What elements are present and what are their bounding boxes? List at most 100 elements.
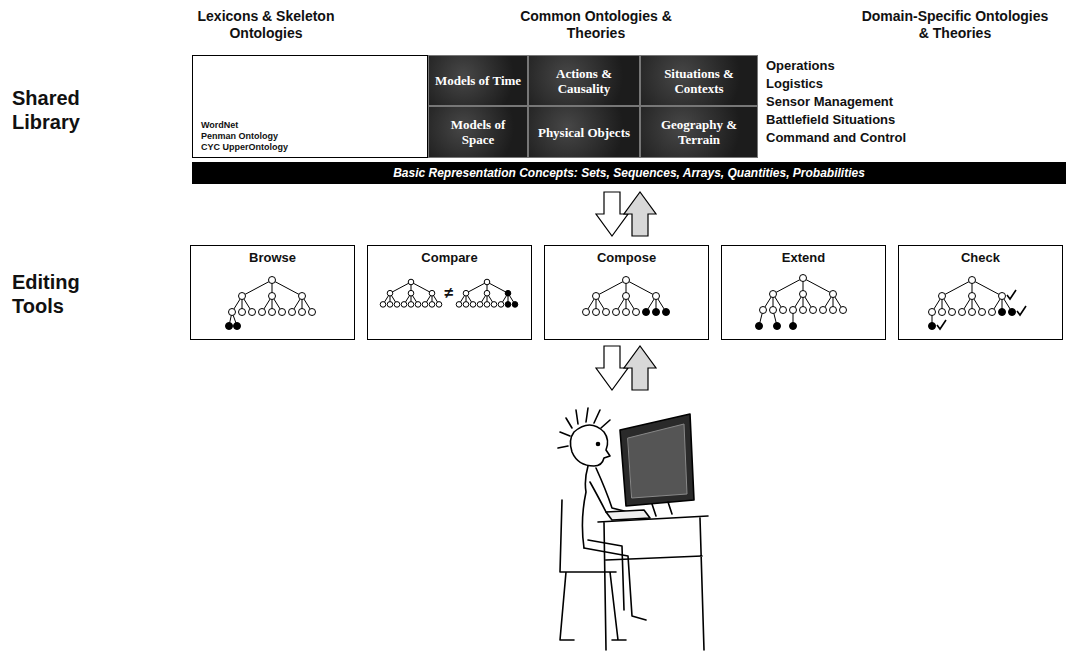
- up-arrow: [624, 346, 656, 390]
- tree-node: [830, 291, 837, 298]
- tree-node: [279, 309, 286, 316]
- check-mark: [1017, 306, 1026, 315]
- tree-node: [780, 307, 787, 314]
- tree-node: [408, 279, 414, 285]
- tree-link: [487, 282, 508, 293]
- text-group: Extend: [726, 250, 881, 265]
- text-group: Situations & Contexts: [646, 66, 752, 96]
- tree-node: [613, 309, 620, 316]
- tree-node: [239, 293, 246, 300]
- tree-node: [800, 307, 807, 314]
- tree-node: [790, 323, 797, 330]
- theory-box: Situations & Contexts: [640, 55, 758, 106]
- tree-node: [969, 277, 976, 284]
- tree-node: [234, 323, 241, 330]
- tool-name: Browse: [195, 250, 350, 265]
- text-group: Browse: [195, 250, 350, 265]
- tree-node: [289, 309, 296, 316]
- tree-node: [269, 309, 276, 316]
- tree-node: [939, 309, 946, 316]
- tree-node: [770, 291, 777, 298]
- tool-box: Check: [898, 245, 1063, 340]
- theory-box: Models of Space: [428, 106, 528, 158]
- keyboard: [606, 510, 650, 520]
- tree-node: [299, 293, 306, 300]
- monitor-stand: [652, 502, 672, 516]
- tool-box: Compose: [544, 245, 709, 340]
- box-text: Physical Objects: [538, 125, 630, 140]
- tree-node: [939, 293, 946, 300]
- tree-node: [484, 290, 490, 296]
- tree-node: [999, 293, 1006, 300]
- tree-node: [505, 302, 511, 308]
- tree-node: [422, 302, 428, 308]
- tree-node: [979, 309, 986, 316]
- column-heading: Domain-Specific Ontologies & Theories: [860, 8, 1050, 42]
- lexicon-name: Penman Ontology: [201, 131, 288, 142]
- monitor-screen: [628, 424, 687, 498]
- check-mark: [1007, 290, 1016, 299]
- box-text: Models of Space: [434, 117, 522, 147]
- text-group: OperationsLogisticsSensor ManagementBatt…: [766, 57, 1060, 147]
- tree-node: [653, 309, 660, 316]
- tool-name: Compare: [372, 250, 527, 265]
- tree-node: [415, 302, 421, 308]
- text-group: Actions & Causality: [534, 66, 634, 96]
- tree-node: [756, 323, 763, 330]
- tool-name: Check: [903, 250, 1058, 265]
- box-text: Command and Control: [766, 129, 1060, 147]
- tree-node: [470, 302, 476, 308]
- check-mark: [937, 320, 946, 329]
- theory-box: Physical Objects: [528, 106, 640, 158]
- tree-link: [972, 280, 1002, 296]
- box-text: Logistics: [766, 75, 1060, 93]
- tree-node: [623, 293, 630, 300]
- box-text: Sensor Management: [766, 93, 1060, 111]
- tree-node: [269, 293, 276, 300]
- tree-node: [269, 277, 276, 284]
- tree-node: [299, 309, 306, 316]
- text-group: Geography & Terrain: [646, 117, 752, 147]
- tree-node: [663, 309, 670, 316]
- tree-link: [272, 280, 302, 296]
- tree-node: [949, 309, 956, 316]
- desk: [598, 516, 708, 650]
- tree-icon: [756, 275, 847, 330]
- concept-band: Basic Representation Concepts: Sets, Seq…: [192, 162, 1066, 184]
- tool-box: Browse: [190, 245, 355, 340]
- tree-node: [623, 277, 630, 284]
- tree-node: [623, 309, 630, 316]
- tree-node: [583, 309, 590, 316]
- domain-list-box: OperationsLogisticsSensor ManagementBatt…: [758, 55, 1068, 158]
- box-text: Battlefield Situations: [766, 111, 1060, 129]
- tree-node: [999, 309, 1006, 316]
- tree-node: [394, 302, 400, 308]
- tree-node: [387, 290, 393, 296]
- tree-node: [774, 323, 781, 330]
- tree-node: [959, 309, 966, 316]
- tree-node: [456, 302, 462, 308]
- tree-node: [401, 302, 407, 308]
- tree-node: [929, 323, 936, 330]
- tree-node: [380, 302, 386, 308]
- tree-link: [411, 282, 432, 293]
- tree-node: [259, 309, 266, 316]
- theory-box: Models of Time: [428, 55, 528, 106]
- tree-node: [436, 302, 442, 308]
- tree-node: [239, 309, 246, 316]
- tree-node: [800, 275, 807, 282]
- tree-node: [790, 307, 797, 314]
- user-at-computer: [558, 408, 708, 650]
- text-group: Compare: [372, 250, 527, 265]
- tree-node: [408, 302, 414, 308]
- tree-node: [309, 309, 316, 316]
- tree-node: [463, 302, 469, 308]
- tree-link: [773, 278, 803, 294]
- tree-link: [466, 282, 487, 293]
- tree-node: [484, 279, 490, 285]
- text-group: Basic Representation Concepts: Sets, Seq…: [393, 166, 865, 181]
- tree-icon: [226, 277, 316, 330]
- tree-link: [390, 282, 411, 293]
- tree-node: [491, 302, 497, 308]
- tree-node: [760, 307, 767, 314]
